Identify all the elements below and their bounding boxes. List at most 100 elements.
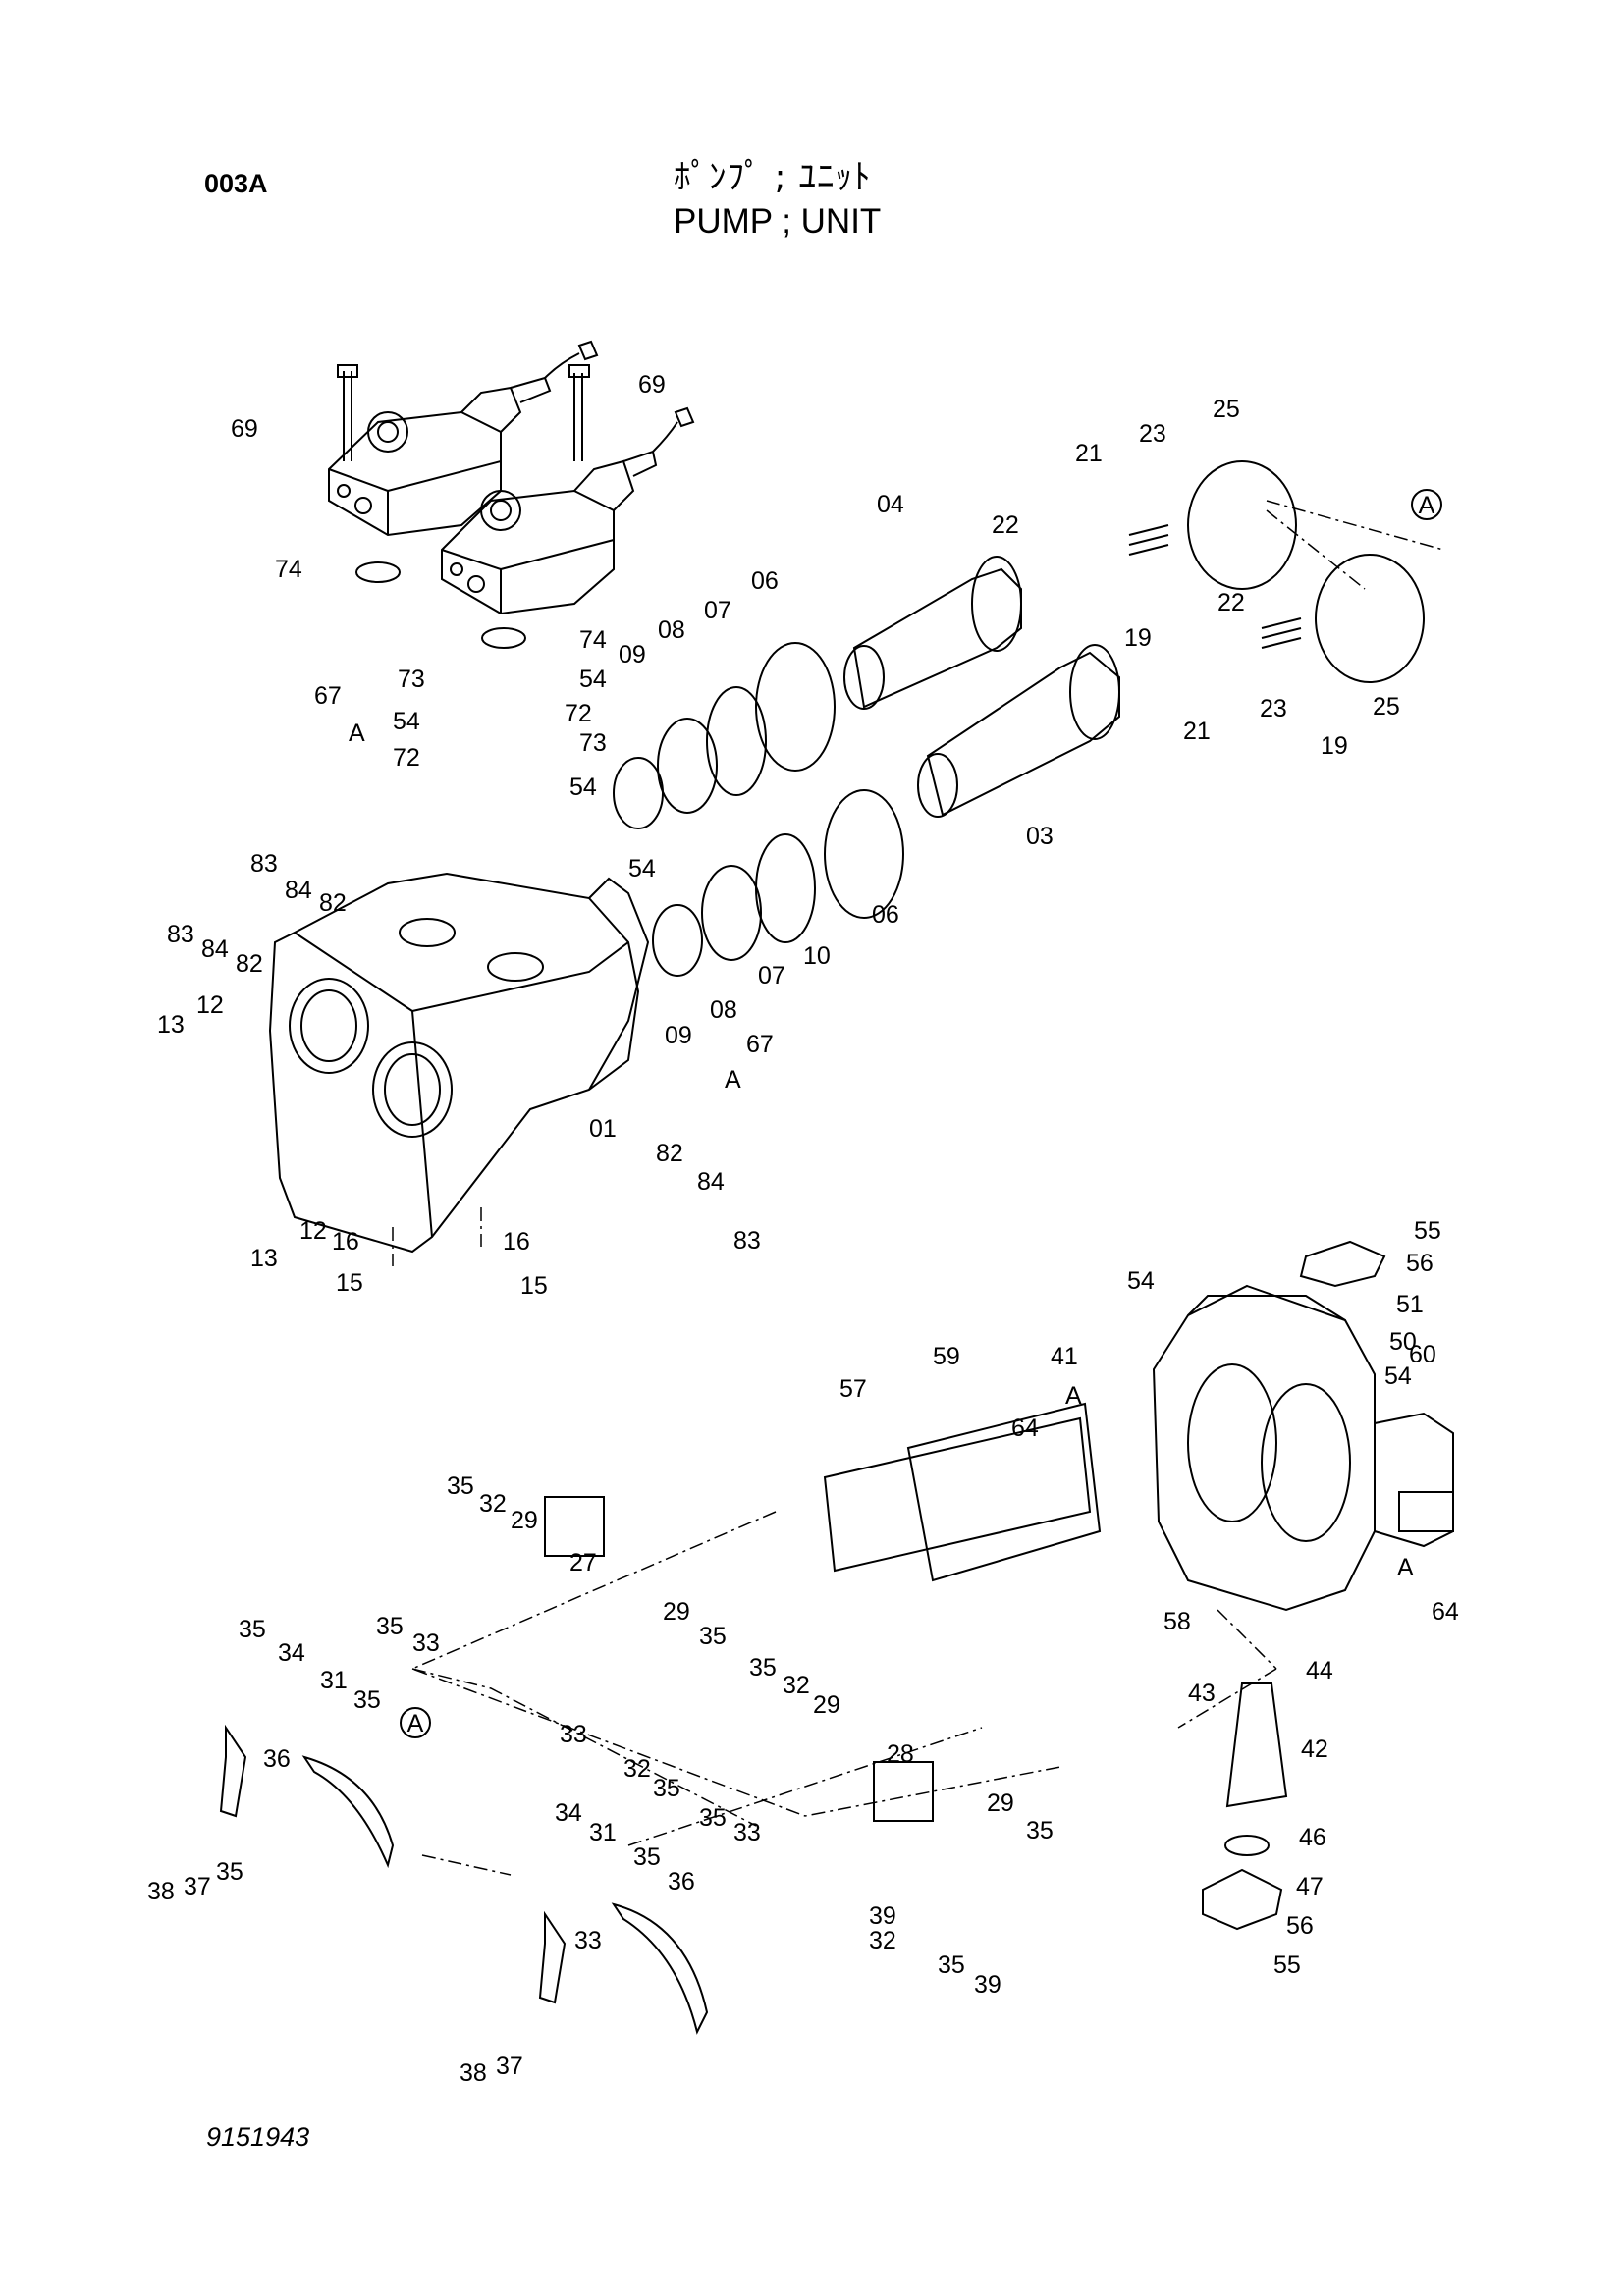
reference-lines (392, 500, 1444, 1876)
callout-label: 19 (1321, 732, 1348, 760)
callout-label: 19 (1124, 624, 1152, 652)
callout-label: 35 (1026, 1817, 1054, 1844)
callout-label: 82 (319, 889, 347, 917)
cylinder-block-upper (1187, 460, 1297, 590)
callout-label: A (725, 1066, 741, 1094)
callout-label: 29 (663, 1598, 690, 1626)
callout-label: 13 (157, 1011, 185, 1039)
callout-label: 33 (733, 1819, 761, 1846)
callout-label: 74 (579, 626, 607, 654)
callout-label: 35 (938, 1951, 965, 1979)
plate-27 (544, 1496, 605, 1557)
callout-label: 83 (250, 850, 278, 878)
callout-label: 84 (201, 935, 229, 963)
pump-casing (268, 872, 650, 1254)
callout-label: 35 (699, 1804, 727, 1832)
callout-label: 73 (398, 666, 425, 693)
callout-label: 21 (1075, 440, 1103, 467)
callout-label: 59 (933, 1343, 960, 1370)
callout-label: 35 (376, 1613, 404, 1640)
callout-label: 64 (1011, 1415, 1039, 1442)
callout-label: 84 (697, 1168, 725, 1196)
callout-label: 25 (1373, 693, 1400, 721)
callout-label: 32 (623, 1755, 651, 1783)
callout-label: 09 (619, 641, 646, 668)
callout-label: 57 (839, 1375, 867, 1403)
seal-57 (823, 1416, 1092, 1573)
cover-47 (1202, 1868, 1283, 1931)
callout-label: 35 (749, 1654, 777, 1682)
callout-label: 33 (412, 1629, 440, 1657)
drawing-number: 9151943 (206, 2122, 310, 2152)
callout-label: 35 (353, 1686, 381, 1714)
gasket-59 (906, 1402, 1102, 1582)
callout-label: 35 (699, 1623, 727, 1650)
callout-label: 09 (665, 1022, 692, 1049)
callout-label: 42 (1301, 1735, 1328, 1763)
callout-label: 84 (285, 877, 312, 904)
callout-label: 12 (299, 1217, 327, 1245)
callout-label: 32 (479, 1490, 507, 1518)
callout-label: 37 (496, 2053, 523, 2080)
o-ring-74-upper (355, 561, 401, 583)
callout-label: 82 (656, 1140, 683, 1167)
callout-label: 37 (184, 1873, 211, 1900)
title-japanese: ﾎﾟﾝﾌﾟ ; ﾕﾆｯﾄ (674, 158, 872, 197)
callouts: 69 69 74 74 04 21 23 25 22 19 22 21 23 2… (147, 371, 1459, 2087)
callout-label: 21 (1183, 718, 1211, 745)
callout-label: 33 (574, 1927, 602, 1954)
callout-label: 16 (332, 1228, 359, 1255)
callout-label: 46 (1299, 1824, 1326, 1851)
callout-label: 54 (569, 774, 597, 801)
cylinder-block-lower (1315, 554, 1425, 683)
regulator-upper (328, 340, 599, 537)
callout-label: 33 (560, 1721, 587, 1748)
callout-label: 35 (447, 1472, 474, 1500)
callout-label: 23 (1260, 695, 1287, 722)
callout-label: 44 (1306, 1657, 1333, 1684)
callout-label: 31 (589, 1819, 617, 1846)
callout-label: 55 (1273, 1951, 1301, 1979)
callout-label: 35 (216, 1858, 243, 1886)
callout-label: 38 (147, 1878, 175, 1905)
callout-label: 39 (974, 1971, 1001, 1999)
callout-label: 69 (638, 371, 666, 399)
o-ring-46 (1224, 1835, 1270, 1856)
callout-label: 32 (869, 1927, 896, 1954)
bearing-stack-upper (613, 642, 836, 829)
callout-label: 38 (460, 2059, 487, 2087)
callout-label: 67 (314, 682, 342, 710)
cover-51 (1299, 1240, 1386, 1288)
callout-label: 08 (710, 996, 737, 1024)
callout-label: 56 (1406, 1250, 1434, 1277)
callout-label: 15 (520, 1272, 548, 1300)
callout-label: 54 (579, 666, 607, 693)
callout-label: 12 (196, 991, 224, 1019)
callout-label: 35 (239, 1616, 266, 1643)
callout-label: 50 (1389, 1328, 1417, 1356)
callout-label: 28 (887, 1740, 914, 1768)
spindle-42 (1225, 1682, 1288, 1808)
ref-marker-a-lower: A (407, 1710, 424, 1737)
valve-block (1152, 1284, 1454, 1612)
callout-label: 43 (1188, 1680, 1216, 1707)
callout-label: A (349, 720, 365, 747)
callout-label: 47 (1296, 1873, 1324, 1900)
callout-label: 35 (653, 1775, 680, 1802)
callout-label: 07 (704, 597, 731, 624)
lever-31-left (301, 1755, 395, 1869)
callout-label: 54 (1384, 1362, 1412, 1390)
callout-label: 83 (167, 921, 194, 948)
callout-label: 04 (877, 491, 904, 518)
callout-label: 31 (320, 1667, 348, 1694)
callout-label: 64 (1432, 1598, 1459, 1626)
callout-label: 51 (1396, 1291, 1424, 1318)
callout-label: 32 (783, 1672, 810, 1699)
callout-label: 54 (628, 855, 656, 882)
ref-circle-a-lower (400, 1707, 431, 1738)
callout-label: 41 (1051, 1343, 1078, 1370)
arm-37-left (219, 1724, 247, 1818)
callout-label: 67 (746, 1031, 774, 1058)
bearing-stack-lower (652, 789, 904, 977)
